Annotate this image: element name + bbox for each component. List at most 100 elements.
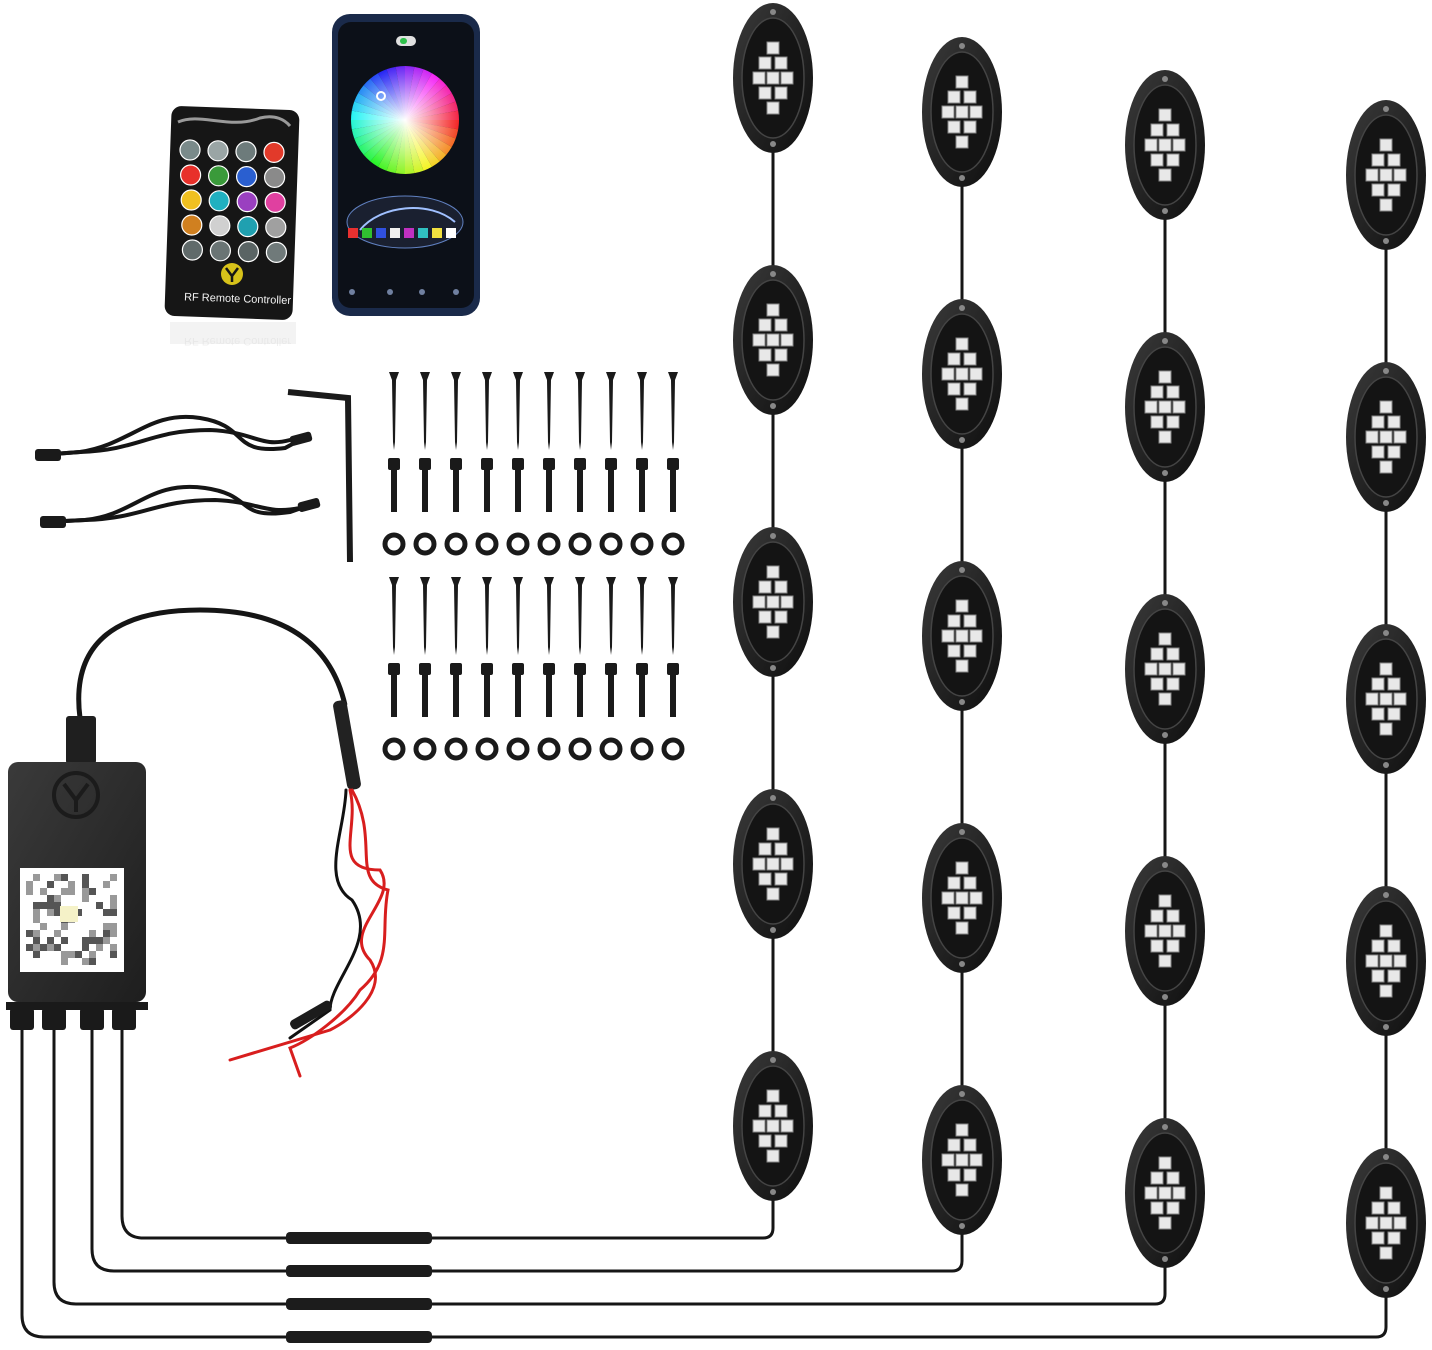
bolt-head xyxy=(543,663,555,675)
bolt-shaft xyxy=(639,468,645,512)
mounting-hardware xyxy=(382,372,685,761)
bolt-shaft xyxy=(546,673,552,717)
harness-connector xyxy=(286,1232,432,1244)
harness-lead xyxy=(20,1030,286,1339)
screw xyxy=(451,372,461,450)
screw xyxy=(420,372,430,450)
rock-light-pod xyxy=(922,823,1002,973)
bolt-head xyxy=(512,458,524,470)
bolt-head xyxy=(388,663,400,675)
screw xyxy=(482,372,492,450)
extension-cable-plugs xyxy=(35,431,321,528)
qr-code-icon xyxy=(20,868,124,972)
harness-lead xyxy=(90,1030,286,1273)
phone-color-swatch xyxy=(348,228,358,238)
bolt-shaft xyxy=(639,673,645,717)
screw xyxy=(606,372,616,450)
screw xyxy=(575,577,585,655)
harness-run xyxy=(432,1253,1167,1306)
rock-light-pod xyxy=(733,1051,813,1201)
remote-button xyxy=(237,241,259,263)
allen-wrench-icon xyxy=(287,389,353,563)
phone-color-swatch xyxy=(390,228,400,238)
rock-light-pod xyxy=(733,3,813,153)
color-wheel xyxy=(351,66,459,174)
power-wires xyxy=(228,788,390,1078)
rock-light-pod xyxy=(922,299,1002,449)
rock-light-pod xyxy=(733,527,813,677)
harness-run xyxy=(432,1186,775,1240)
rock-light-pod xyxy=(1346,624,1426,774)
phone-color-swatch xyxy=(404,228,414,238)
nut xyxy=(382,737,406,761)
bolt-shaft xyxy=(453,468,459,512)
screw xyxy=(575,372,585,450)
remote-button xyxy=(263,141,285,163)
screw xyxy=(637,372,647,450)
nut xyxy=(599,532,623,556)
nut xyxy=(661,532,685,556)
bolt-head xyxy=(574,458,586,470)
screw xyxy=(482,577,492,655)
bolt-head xyxy=(543,458,555,470)
bolt-shaft xyxy=(515,673,521,717)
screw xyxy=(451,577,461,655)
bolt-head xyxy=(636,663,648,675)
bolt-head xyxy=(512,663,524,675)
remote-button xyxy=(208,165,230,187)
color-picker-dot xyxy=(376,91,386,101)
phone-color-swatch xyxy=(432,228,442,238)
screw xyxy=(389,372,399,450)
remote-button xyxy=(265,241,287,263)
screw xyxy=(668,372,678,450)
nut xyxy=(413,737,437,761)
remote-label-reflection: RF Remote Controller xyxy=(184,335,291,347)
rock-light-pod xyxy=(1346,886,1426,1036)
nut xyxy=(537,532,561,556)
nut xyxy=(599,737,623,761)
screw xyxy=(420,577,430,655)
remote-button xyxy=(181,214,203,236)
harness-connector xyxy=(286,1265,432,1277)
remote-button xyxy=(235,141,257,163)
rock-light-pod xyxy=(1125,70,1205,220)
remote-button xyxy=(209,215,231,237)
nut xyxy=(506,532,530,556)
extension-cables xyxy=(38,414,312,524)
harness-connector xyxy=(286,1331,432,1343)
rock-light-pod xyxy=(1125,332,1205,482)
bolt-shaft xyxy=(391,468,397,512)
remote-button xyxy=(207,140,229,162)
rock-light-pod xyxy=(733,265,813,415)
remote-button xyxy=(180,164,202,186)
rock-light-pod xyxy=(1125,594,1205,744)
nut xyxy=(444,737,468,761)
rock-light-pod xyxy=(1346,1148,1426,1298)
bolt-shaft xyxy=(484,468,490,512)
bolt-shaft xyxy=(546,468,552,512)
harness-lead xyxy=(120,1030,286,1240)
screw xyxy=(637,577,647,655)
bolt-head xyxy=(667,458,679,470)
remote-button xyxy=(209,240,231,262)
phone-color-swatch xyxy=(446,228,456,238)
harness-run xyxy=(432,1283,1388,1339)
nut xyxy=(661,737,685,761)
screw xyxy=(544,577,554,655)
rock-light-pod xyxy=(1125,1118,1205,1268)
bolt-head xyxy=(605,458,617,470)
remote-button xyxy=(264,166,286,188)
phone-color-swatch xyxy=(418,228,428,238)
bolt-shaft xyxy=(577,673,583,717)
brand-logo-icon xyxy=(221,263,243,285)
bolt-head xyxy=(481,663,493,675)
phone-color-swatch xyxy=(362,228,372,238)
screw xyxy=(389,577,399,655)
rock-light-pod xyxy=(1346,100,1426,250)
bolt-head xyxy=(450,458,462,470)
bolt-shaft xyxy=(484,673,490,717)
rock-light-pod xyxy=(922,37,1002,187)
remote-button xyxy=(236,191,258,213)
remote-button xyxy=(236,166,258,188)
